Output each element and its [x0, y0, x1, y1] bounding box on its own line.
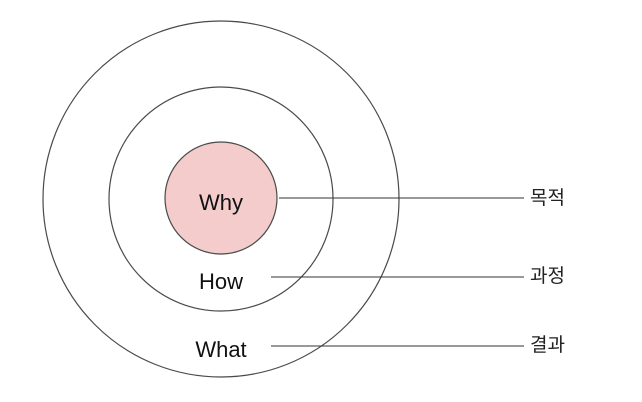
why-label: Why [199, 190, 243, 215]
purpose-label: 목적 [530, 187, 565, 209]
why-circle [164, 141, 278, 255]
what-ring [42, 20, 400, 378]
how-label: How [199, 269, 243, 294]
how-ring [108, 86, 334, 312]
result-label: 결과 [530, 334, 565, 356]
process-label: 과정 [530, 265, 565, 287]
what-label: What [195, 337, 246, 362]
